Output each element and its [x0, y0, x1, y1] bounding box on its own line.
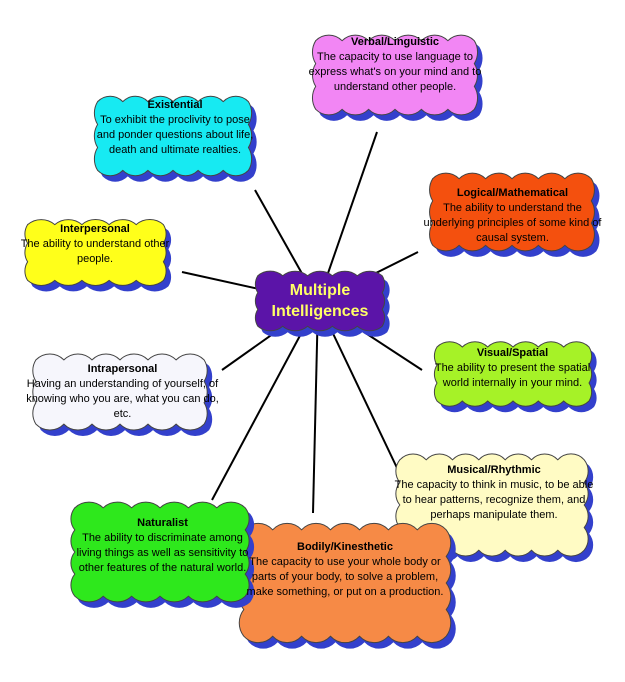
clouds — [24, 34, 600, 649]
visual-description: The ability to present the spatial world… — [434, 362, 591, 389]
interpersonal-cloud — [24, 219, 172, 292]
intrapersonal-cloud-body — [32, 353, 208, 431]
logical-description: The ability to understand the underlying… — [423, 202, 602, 244]
existential-description: To exhibit the proclivity to pose and po… — [96, 114, 254, 156]
interpersonal-title: Interpersonal — [60, 223, 130, 235]
logical-cloud-body — [429, 172, 595, 252]
naturalist-title: Naturalist — [137, 517, 188, 529]
visual-cloud-body — [433, 341, 593, 407]
center-title-line1: Multiple — [289, 282, 351, 299]
center-title-line2: Intelligences — [271, 303, 369, 320]
verbal-description: The capacity to use language to express … — [308, 51, 482, 93]
musical-description: The capacity to think in music, to be ab… — [394, 479, 594, 521]
existential-label: Existential To exhibit the proclivity to … — [90, 98, 260, 158]
intrapersonal-cloud — [32, 353, 213, 437]
existential-cloud — [93, 95, 257, 182]
center-cloud-body — [254, 270, 386, 332]
naturalist-cloud-body — [70, 501, 250, 603]
bodily-cloud — [238, 522, 456, 649]
intrapersonal-description: Having an understanding of yourself, of … — [26, 378, 219, 420]
logical-title: Logical/Mathematical — [456, 187, 569, 199]
naturalist-cloud — [70, 501, 255, 608]
verbal-cloud — [312, 34, 483, 121]
intrapersonal-title: Intrapersonal — [87, 363, 158, 375]
center-cloud — [254, 270, 390, 337]
verbal-cloud-body — [312, 34, 478, 116]
existential-cloud-body — [93, 95, 253, 177]
logical-cloud — [429, 172, 600, 257]
bodily-description: The capacity to use your whole body or p… — [246, 556, 444, 598]
naturalist-description: The ability to discriminate among living… — [76, 532, 249, 574]
bodily-cloud-body — [238, 522, 452, 644]
musical-title: Musical/Rhythmic — [447, 464, 541, 476]
connector-bodily — [312, 301, 319, 514]
existential-title: Existential — [147, 99, 203, 111]
verbal-title: Verbal/Linguistic — [350, 36, 440, 48]
bodily-title: Bodily/Kinesthetic — [297, 541, 393, 553]
visual-title: Visual/Spatial — [476, 347, 549, 359]
visual-cloud — [433, 341, 597, 413]
interpersonal-description: The ability to understand other people. — [20, 238, 170, 265]
interpersonal-cloud-body — [24, 219, 167, 286]
